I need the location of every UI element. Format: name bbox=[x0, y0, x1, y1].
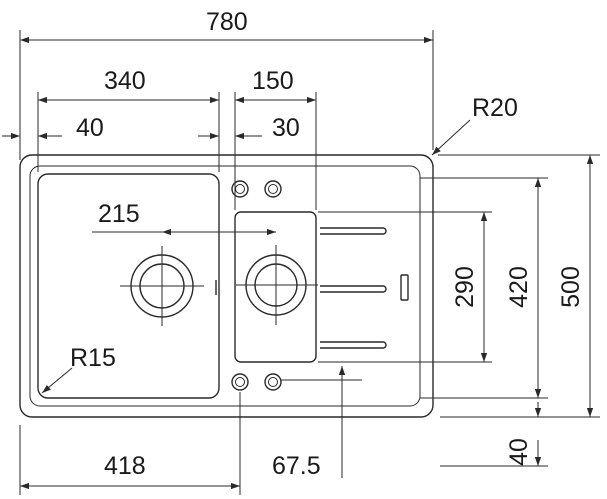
label-right-bowl-width: 150 bbox=[252, 67, 294, 95]
drainer-groove-top bbox=[320, 227, 387, 235]
sink-outline bbox=[19, 154, 434, 418]
label-overall-height: 500 bbox=[557, 266, 585, 308]
sink-outer-edge bbox=[19, 154, 434, 418]
label-bottom-offset: 40 bbox=[505, 438, 533, 466]
left-bowl bbox=[37, 173, 220, 399]
dim-line-r15 bbox=[41, 367, 73, 394]
label-bowl-radius: R15 bbox=[70, 344, 116, 372]
overflow-slot bbox=[400, 274, 409, 301]
sink-inner-rim bbox=[29, 165, 421, 407]
label-overall-width: 780 bbox=[206, 8, 248, 36]
drainer-groove-bottom bbox=[320, 341, 387, 349]
label-right-offset: 30 bbox=[272, 114, 300, 142]
tap-holes bbox=[231, 180, 282, 391]
drainer-groove-middle bbox=[320, 285, 387, 293]
label-left-offset: 40 bbox=[76, 114, 104, 142]
label-inner-height: 420 bbox=[505, 266, 533, 308]
drainer-grooves bbox=[320, 227, 409, 349]
label-left-center: 418 bbox=[104, 452, 146, 480]
label-drain-height: 290 bbox=[451, 266, 479, 308]
tap-hole-bottom-right bbox=[264, 373, 282, 391]
right-bowl-outline bbox=[234, 211, 317, 363]
left-bowl-outline bbox=[37, 173, 220, 399]
label-corner-radius: R20 bbox=[472, 94, 518, 122]
tap-hole-bottom-left bbox=[231, 373, 249, 391]
right-bowl bbox=[234, 211, 318, 363]
extension-lines bbox=[19, 30, 600, 495]
tap-hole-top-left bbox=[231, 180, 249, 198]
label-right-offset-bottom: 67.5 bbox=[272, 452, 321, 480]
label-center-distance: 215 bbox=[98, 200, 140, 228]
tap-hole-top-right bbox=[264, 180, 282, 198]
dimension-lines bbox=[2, 36, 594, 490]
dim-line-r20 bbox=[431, 119, 471, 156]
dimension-labels: 780 340 150 40 30 R20 215 R15 290 420 50… bbox=[70, 8, 585, 480]
label-left-bowl-width: 340 bbox=[104, 67, 146, 95]
